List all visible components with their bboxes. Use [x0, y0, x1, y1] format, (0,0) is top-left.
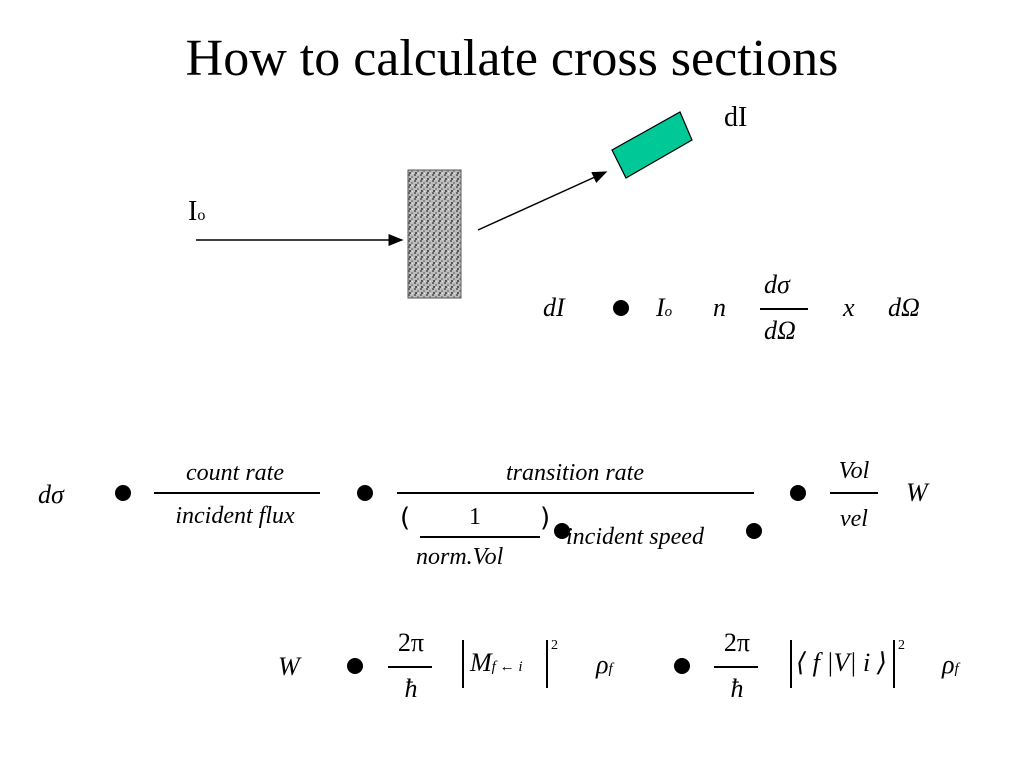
eq3-f2-bar [714, 666, 758, 668]
eq1-frac-num: dσ [764, 270, 790, 299]
eq2-f2-den-norm: norm.Vol [416, 544, 504, 570]
eq3-f1-bar [388, 666, 432, 668]
detector [611, 111, 693, 179]
eq3-f1-num: 2π [397, 628, 425, 657]
eq2-f2-den-one: 1 [469, 504, 481, 530]
eq2-f1-bar [154, 492, 320, 494]
detected-intensity-label: dI [724, 102, 748, 133]
eq2-f2-den-paren-left: ( [400, 503, 411, 533]
eq2-f3-den: vel [840, 506, 868, 532]
eq1-equals-dot [613, 300, 629, 316]
incident-intensity-label: Io [188, 196, 206, 227]
eq1-lhs: dI [543, 293, 565, 322]
eq3-abs-left [462, 640, 464, 688]
eq3-abs2-left [790, 640, 792, 688]
target-slab [407, 169, 462, 299]
eq3-f2-den: ħ [730, 674, 744, 703]
eq1-n: n [713, 293, 726, 322]
eq1-domega: dΩ [888, 293, 920, 322]
eq2-equals-dot-2 [357, 485, 373, 501]
eq3-f1-den: ħ [404, 674, 418, 703]
eq2-f3-bar [830, 492, 878, 494]
eq3-f2-num: 2π [723, 628, 751, 657]
eq1-frac-bar [760, 308, 808, 310]
eq3-m: Mf ← i [470, 648, 523, 677]
eq3-exp-2: 2 [898, 638, 905, 653]
eq2-equals-dot-3 [790, 485, 806, 501]
eq3-bra-ket: ⟨ f |V| i ⟩ [796, 648, 887, 677]
eq2-lhs: dσ [38, 480, 64, 509]
eq2-equals-dot-1 [115, 485, 131, 501]
scattering-diagram [196, 111, 693, 299]
eq2-f2-num: transition rate [505, 460, 644, 486]
eq2-f2-den-inner-bar [420, 536, 540, 538]
eq2-f2-den-paren-right: ) [540, 503, 551, 533]
eq3-exp-1: 2 [551, 638, 558, 653]
eq3-abs-right [546, 640, 548, 688]
eq2-f2-bar [397, 492, 754, 494]
slide-title: How to calculate cross sections [185, 30, 839, 87]
eq3-rho-1: ρf [596, 650, 613, 679]
scattered-beam-arrow [477, 171, 608, 231]
eq1-frac-den: dΩ [764, 316, 796, 345]
eq3-equals-dot-1 [347, 658, 363, 674]
eq1-io: Io [656, 293, 673, 322]
eq2-f1-den: incident flux [175, 503, 295, 529]
eq3-w: W [278, 652, 300, 681]
eq2-f3-num: Vol [838, 458, 870, 484]
eq2-f2-den-speed: incident speed [566, 524, 704, 550]
eq2-w: W [906, 478, 928, 507]
eq1-x: x [843, 293, 855, 322]
eq3-rho-2: ρf [942, 650, 959, 679]
eq2-inner-dot-1 [554, 523, 570, 539]
eq2-f1-num: count rate [186, 460, 284, 486]
eq3-equals-dot-2 [674, 658, 690, 674]
eq2-inner-dot-2 [746, 523, 762, 539]
eq3-abs2-right [893, 640, 895, 688]
